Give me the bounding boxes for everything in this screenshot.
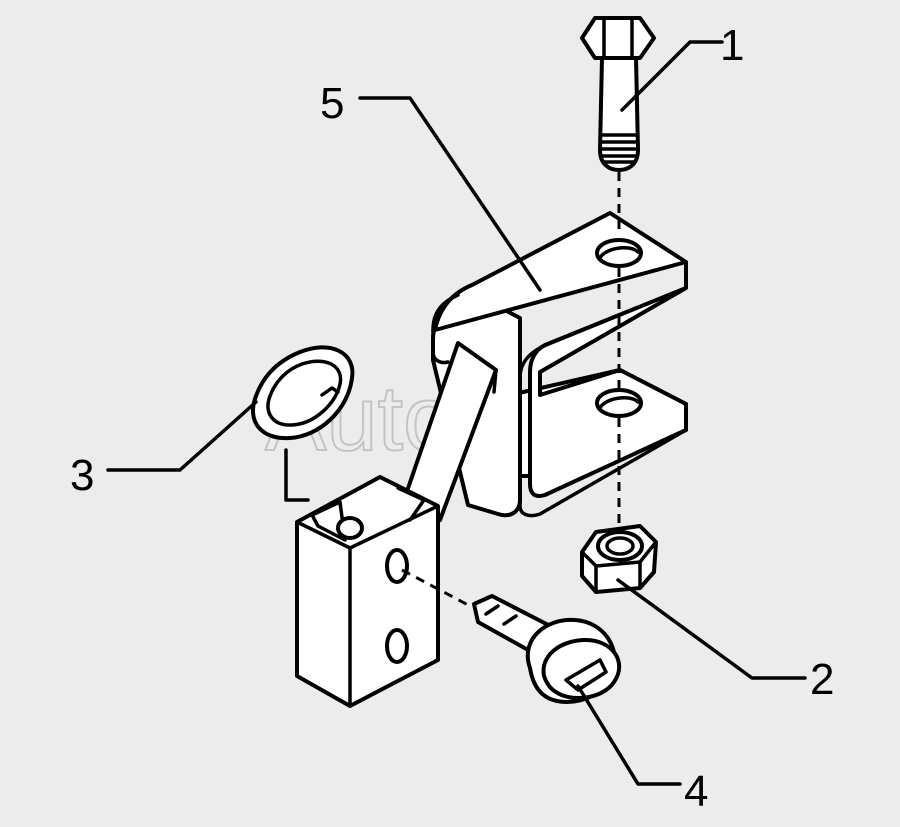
part-1-bolt [580, 16, 656, 172]
callout-5: 5 [320, 79, 344, 128]
alignment-line-pin [401, 568, 471, 608]
part-3-ring [251, 345, 355, 502]
clevis-block [295, 475, 440, 708]
part-5-bracket [402, 211, 688, 522]
part-4-pin [472, 594, 622, 704]
leader-1 [620, 40, 724, 112]
leader-2 [616, 578, 807, 680]
leader-5 [358, 96, 542, 292]
part-2-nut [580, 524, 658, 594]
callout-3: 3 [70, 451, 94, 500]
callout-4: 4 [684, 767, 708, 816]
leader-4 [576, 684, 682, 786]
callout-1: 1 [720, 21, 744, 70]
leader-3 [106, 400, 258, 472]
callout-2: 2 [810, 655, 834, 704]
